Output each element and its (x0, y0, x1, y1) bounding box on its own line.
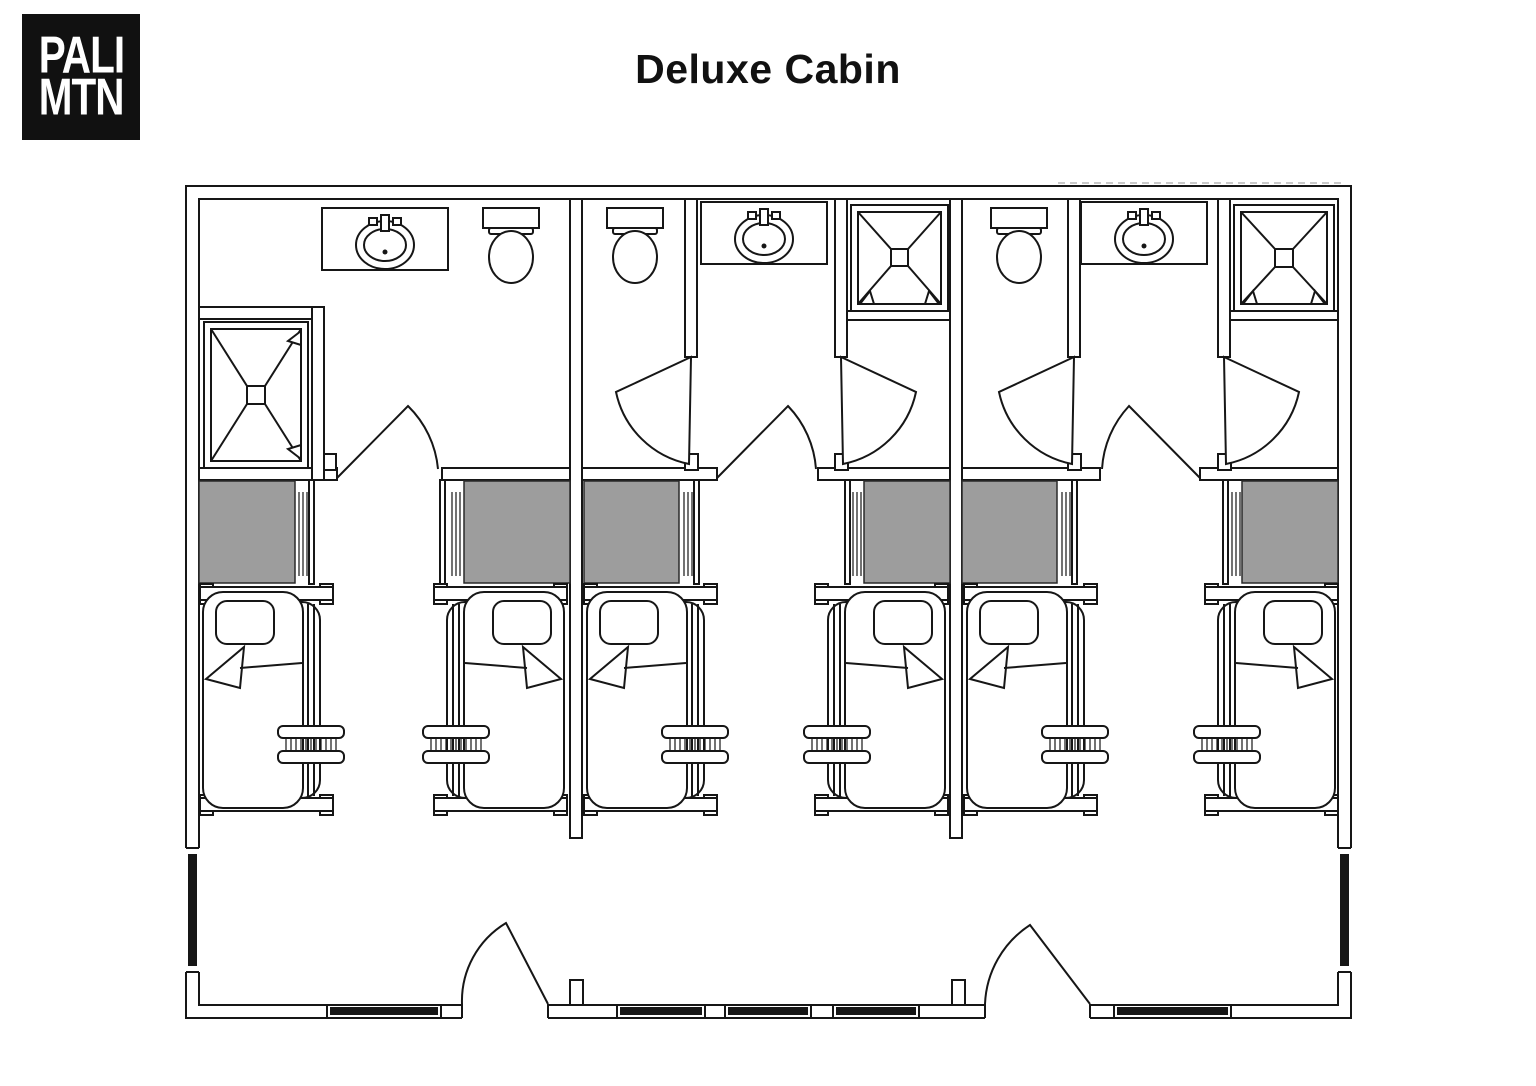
bathroom-left (203, 207, 540, 469)
logo-line-1: PALI (38, 26, 124, 85)
windows (184, 847, 1353, 1017)
shower (1233, 204, 1335, 312)
bathroom-right (990, 201, 1335, 312)
window-left-wall (184, 847, 201, 973)
entry-doors (460, 921, 1091, 1020)
sink (1080, 201, 1208, 265)
sink (321, 207, 449, 271)
door-swing-bath-right (1101, 404, 1201, 479)
fan-swing (1222, 355, 1301, 466)
closet-1 (198, 480, 296, 584)
fan-swing (997, 355, 1076, 466)
closet-2 (463, 480, 571, 584)
logo-line-2: MTN (38, 68, 125, 127)
closets (198, 479, 1339, 585)
fan-swing (614, 355, 693, 466)
door-swing-bath-middle (716, 404, 817, 479)
sink (700, 201, 828, 265)
page-title: Deluxe Cabin (635, 46, 901, 92)
closet-3 (583, 480, 680, 584)
closet-5 (961, 480, 1058, 584)
door-swing-bath-left (336, 404, 439, 479)
exterior-walls (185, 185, 1352, 1019)
entry-door-swing-left (460, 921, 549, 1005)
pali-mtn-logo: PALI MTN (22, 14, 140, 140)
window-right-wall (1335, 847, 1353, 973)
bathroom-middle (606, 201, 949, 312)
bathroom-doors (336, 355, 1301, 479)
fan-swing (839, 355, 918, 466)
shower (203, 321, 309, 469)
closet-4 (863, 480, 951, 584)
entry-door-swing-right (984, 923, 1091, 1005)
shower (850, 204, 949, 312)
windows-bottom-wall (326, 1005, 1232, 1017)
closet-6 (1241, 480, 1339, 584)
